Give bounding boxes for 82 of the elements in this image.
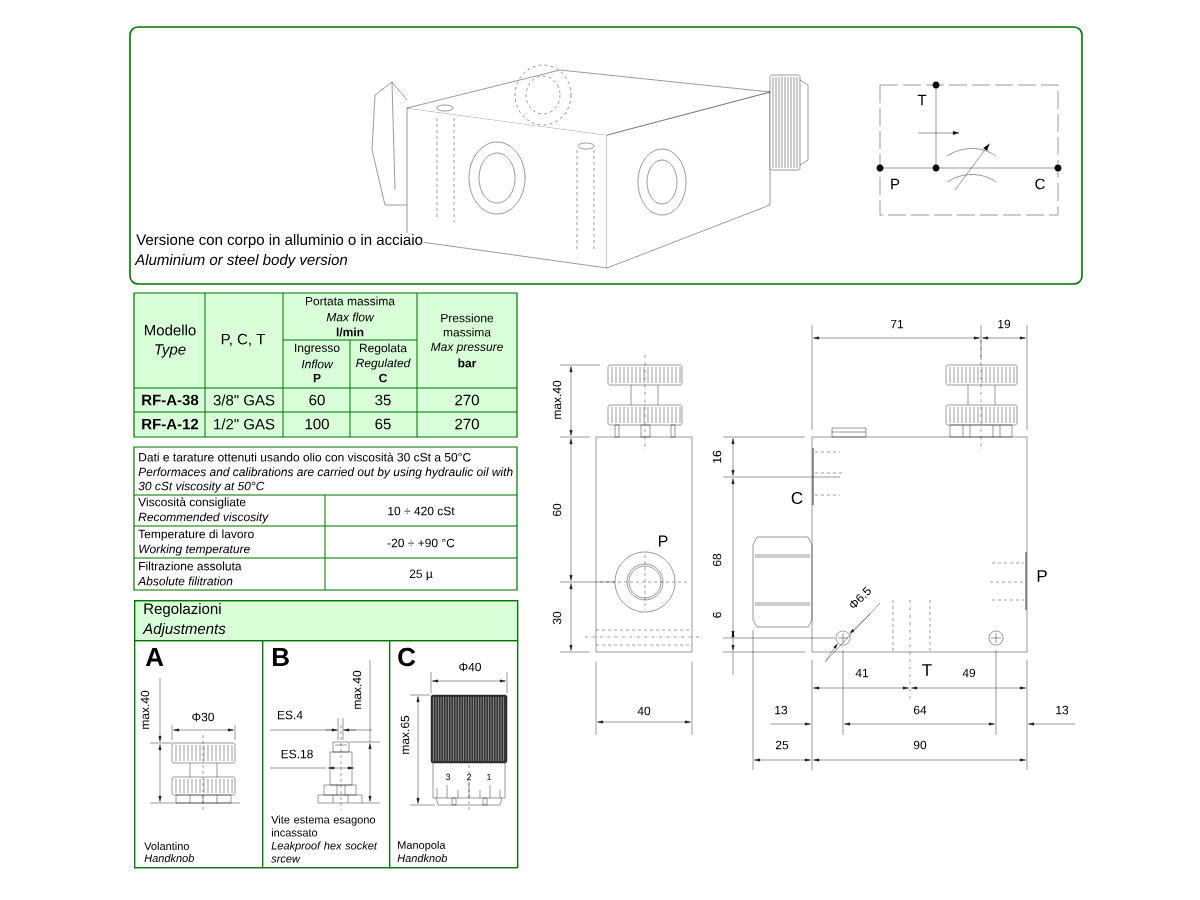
table-text: Performaces and calibrations are carried out by using hydraulic oil with 30 cSt viscosity at 50°C bbox=[138, 467, 513, 493]
table-header: Type bbox=[155, 344, 186, 358]
table-header: Portata massima bbox=[306, 296, 395, 306]
dimension-label: 13 bbox=[1056, 705, 1069, 715]
scale-number: 1 bbox=[487, 773, 492, 781]
panel-letter: B bbox=[272, 648, 289, 666]
dimension-label: 13 bbox=[775, 705, 788, 715]
table-text: Working temperature bbox=[139, 544, 250, 556]
dimension-label: 68 bbox=[712, 553, 722, 567]
table-text: 25 µ bbox=[409, 569, 433, 581]
table-text: Dati e tarature ottenuti usando olio con viscosità 30 cSt a 50°C bbox=[139, 452, 471, 462]
dimension-label: ES.18 bbox=[281, 749, 313, 759]
dimension-label: 25 bbox=[775, 740, 789, 750]
table-text: 65 bbox=[375, 418, 391, 430]
table-text: -20 ÷ +90 °C bbox=[387, 538, 455, 548]
port-label: T bbox=[917, 94, 927, 106]
label-text: Aluminium or steel body version bbox=[134, 254, 348, 268]
dimension-label: 30 bbox=[552, 611, 562, 625]
table-text: 1/2" GAS bbox=[214, 418, 275, 430]
table-header: l/min bbox=[336, 327, 364, 337]
port-label: C bbox=[791, 492, 803, 505]
label-text: Versione con corpo in alluminio o in acciaio bbox=[135, 233, 425, 249]
dimension-label: 71 bbox=[890, 319, 904, 329]
label-text: Handknob bbox=[397, 853, 447, 863]
dimension-label: 60 bbox=[552, 503, 562, 517]
table-text: 10 ÷ 420 cSt bbox=[388, 506, 455, 516]
dimension-label: Φ40 bbox=[459, 662, 481, 672]
dimension-label: 41 bbox=[855, 668, 869, 678]
dimension-label: 6 bbox=[712, 612, 722, 618]
section-heading: Adjustments bbox=[142, 623, 226, 637]
table-text: Absolute filitration bbox=[137, 576, 233, 586]
table-header: Regolata bbox=[359, 343, 407, 355]
dimension-label: 64 bbox=[913, 705, 927, 715]
table-text: RF-A-38 bbox=[142, 394, 199, 406]
table-text: RF-A-12 bbox=[142, 418, 199, 430]
dimension-label: 49 bbox=[962, 668, 976, 678]
table-text: 270 bbox=[455, 394, 479, 406]
table-header: Inflow bbox=[301, 359, 334, 369]
table-header: bar bbox=[458, 358, 477, 368]
table-text: Filtrazione assoluta bbox=[139, 561, 242, 571]
label-text: Manopola bbox=[398, 840, 446, 852]
section-heading: Regolazioni bbox=[144, 603, 221, 617]
table-header: Ingresso bbox=[295, 343, 340, 355]
port-label: C bbox=[1035, 178, 1045, 190]
dimension-label: max.65 bbox=[400, 715, 410, 754]
panel-letter: C bbox=[398, 647, 416, 667]
port-label: P bbox=[1037, 570, 1047, 582]
label-text: Vite estema esagono incassato bbox=[271, 815, 376, 837]
scale-number: 2 bbox=[466, 773, 472, 781]
table-text: Viscosità consigliate bbox=[138, 497, 246, 509]
dimension-label: 16 bbox=[712, 450, 722, 463]
table-header: P bbox=[313, 373, 321, 383]
scale-number: 3 bbox=[445, 773, 451, 781]
dimension-label: 40 bbox=[637, 706, 651, 716]
label-text: Leakproof hex socket srcew bbox=[271, 841, 378, 863]
table-text: Recommended viscosity bbox=[138, 512, 269, 524]
table-header: Modello bbox=[144, 324, 196, 336]
table-text: 35 bbox=[375, 394, 391, 406]
table-text: Temperature di lavoro bbox=[138, 529, 254, 541]
label-text: Volantino bbox=[144, 841, 189, 851]
table-text: 60 bbox=[309, 394, 325, 406]
dimension-label: 90 bbox=[913, 740, 927, 750]
dimension-label: max.40 bbox=[552, 380, 562, 419]
table-text: 3/8" GAS bbox=[213, 394, 275, 406]
table-header: Regulated bbox=[356, 358, 411, 370]
table-header: Max pressure bbox=[431, 342, 503, 354]
dimension-label: max.40 bbox=[352, 670, 362, 709]
table-text: 100 bbox=[305, 418, 329, 430]
port-label: T bbox=[922, 664, 932, 676]
port-label: P bbox=[891, 178, 900, 190]
panel-letter: A bbox=[145, 648, 164, 666]
table-text: 270 bbox=[455, 418, 479, 430]
dimension-label: max.40 bbox=[140, 690, 150, 729]
dimension-label: 19 bbox=[998, 319, 1011, 329]
table-header: Max flow bbox=[326, 312, 375, 322]
dimension-label: ES.4 bbox=[278, 710, 303, 720]
label-text: Handknob bbox=[144, 853, 194, 863]
table-header: P, C, T bbox=[221, 333, 265, 347]
dimension-label: Φ30 bbox=[192, 712, 214, 722]
table-header: C bbox=[379, 373, 387, 383]
table-header: Pressione massima bbox=[441, 313, 494, 337]
port-label: P bbox=[659, 535, 668, 547]
